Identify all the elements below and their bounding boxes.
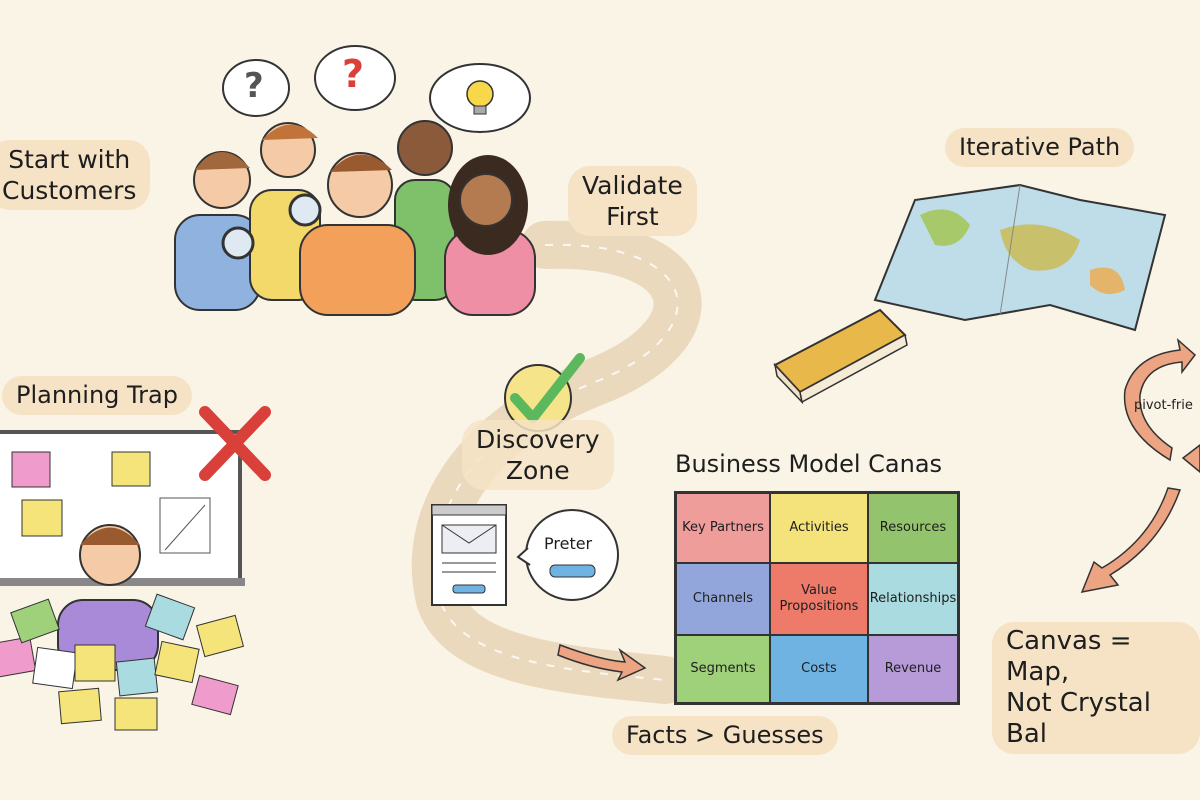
red-x-icon xyxy=(199,406,271,481)
down-left-arrow-icon xyxy=(1080,487,1182,593)
label-validate-first: Validate First xyxy=(568,166,697,236)
label-line: Discovery xyxy=(476,425,600,454)
canvas-piece-relationships: Relationships xyxy=(868,563,958,635)
canvas-piece-key-partners: Key Partners xyxy=(676,493,770,563)
question-bubble-1 xyxy=(222,59,290,117)
customers-group xyxy=(174,120,536,316)
arrow-to-canvas xyxy=(557,643,647,682)
canvas-piece-value-propositions: Value Propositions xyxy=(770,563,868,635)
preter-bubble xyxy=(516,509,619,601)
question-bubble-2 xyxy=(314,45,396,111)
cycle-arrow-icon xyxy=(1123,337,1197,462)
sticky-note-pile xyxy=(0,593,245,731)
lightbulb-bubble xyxy=(429,63,531,133)
label-line: Canvas = Map, xyxy=(1006,626,1132,687)
business-model-canvas: Key Partners Activities Resources Channe… xyxy=(674,491,960,705)
magnifier-icon xyxy=(288,193,322,227)
label-canvas-map: Canvas = Map, Not Crystal Bal xyxy=(992,622,1200,754)
canvas-piece-channels: Channels xyxy=(676,563,770,635)
checkmark-icon xyxy=(510,353,585,423)
label-discovery-zone: Discovery Zone xyxy=(462,420,614,490)
label-line: Customers xyxy=(2,176,137,205)
label-line: Not Crystal Bal xyxy=(1006,688,1151,749)
book-icon xyxy=(773,308,908,405)
preter-text: Preter xyxy=(544,534,593,553)
label-line: Start with xyxy=(8,145,131,174)
canvas-title: Business Model Canas xyxy=(675,450,943,478)
label-facts-guesses: Facts > Guesses xyxy=(612,716,838,755)
cycle-arrow-icon xyxy=(1181,444,1200,473)
canvas-piece-revenue: Revenue xyxy=(868,635,958,703)
lightbulb-icon xyxy=(466,80,494,108)
canvas-piece-activities: Activities xyxy=(770,493,868,563)
canvas-piece-costs: Costs xyxy=(770,635,868,703)
label-line: Zone xyxy=(505,456,570,485)
label-start-with-customers: Start with Customers xyxy=(0,140,151,210)
landing-page-mockup xyxy=(431,504,507,606)
canvas-piece-resources: Resources xyxy=(868,493,958,563)
magnifier-icon xyxy=(221,226,255,260)
label-line: Validate xyxy=(582,171,683,200)
label-iterative-path: Iterative Path xyxy=(945,128,1135,167)
stressed-person xyxy=(57,524,159,671)
question-mark-2: ? xyxy=(342,52,365,96)
pivot-label: pivot-frie xyxy=(1134,398,1193,413)
label-line: First xyxy=(606,202,659,231)
question-mark-1: ? xyxy=(244,66,264,106)
canvas-piece-segments: Segments xyxy=(676,635,770,703)
label-planning-trap: Planning Trap xyxy=(2,376,192,415)
world-map xyxy=(873,183,1167,332)
